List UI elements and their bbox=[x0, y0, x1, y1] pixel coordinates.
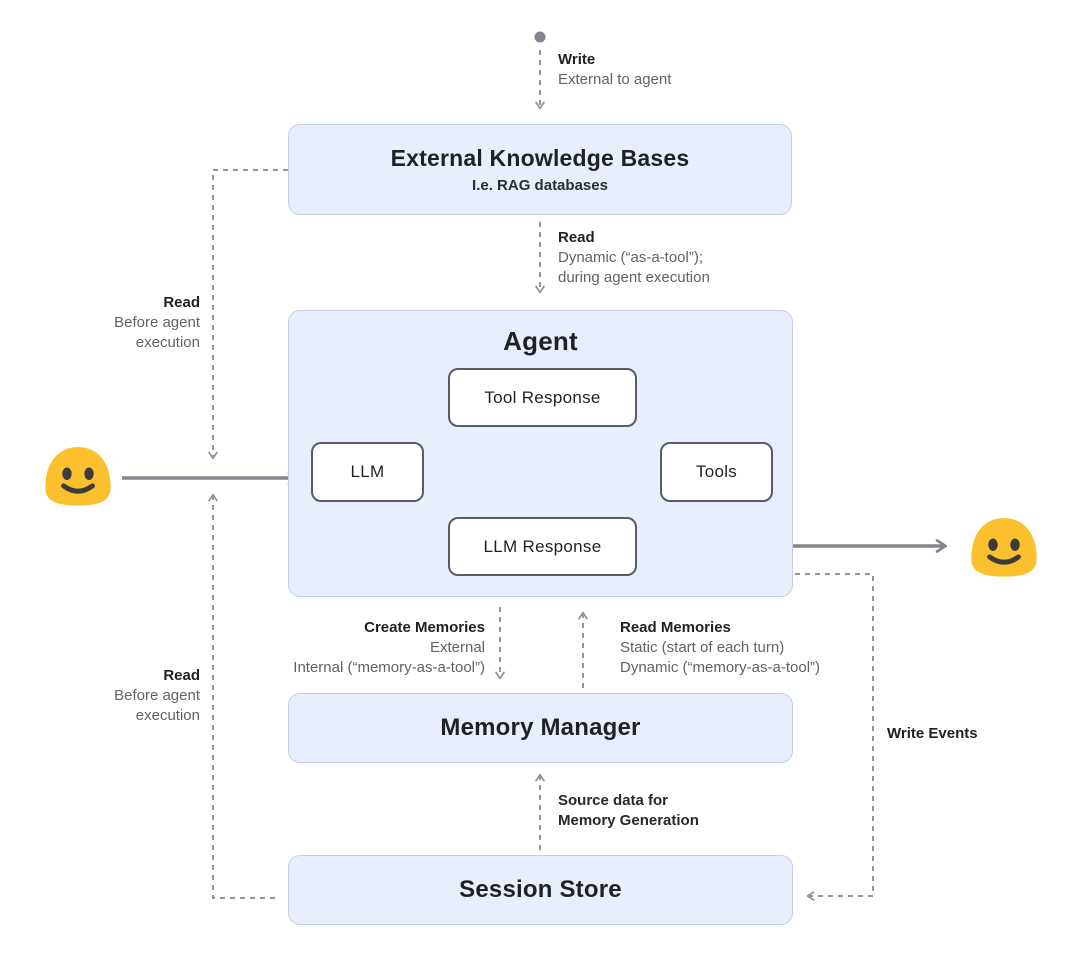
user-emoji-icon bbox=[45, 447, 111, 506]
edge-label-write-events-title: Write Events bbox=[887, 725, 978, 742]
edge-label-read-before-top-title: Read bbox=[163, 294, 200, 311]
edge-label-create-memories-line1: External bbox=[429, 639, 485, 656]
user-blob-emoji-left bbox=[40, 441, 116, 511]
agent-title: Agent bbox=[503, 326, 578, 356]
edge-label-read-before-top-line2: execution bbox=[135, 334, 200, 351]
node-tool-response: Tool Response bbox=[448, 368, 637, 427]
external-kb-subtitle: I.e. RAG databases bbox=[472, 177, 608, 194]
memory-manager-title: Memory Manager bbox=[440, 714, 641, 741]
edge-label-source-data-line1: Source data for bbox=[558, 792, 669, 809]
edge-label-read-before-top-line1: Before agent bbox=[114, 314, 200, 331]
arrow-write-events bbox=[795, 573, 874, 901]
edge-label-read-before-bottom-line2: execution bbox=[135, 707, 200, 724]
edge-label-write: Write External to agent bbox=[558, 50, 671, 90]
edge-label-source-data-line2: Memory Generation bbox=[558, 812, 699, 829]
user-blob-emoji-right bbox=[966, 512, 1042, 582]
edge-label-read-dynamic: Read Dynamic (“as-a-tool”); during agent… bbox=[558, 228, 710, 288]
edge-label-write-line: External to agent bbox=[558, 71, 672, 88]
edge-label-read-before-bottom-line1: Before agent bbox=[114, 687, 200, 704]
session-store-title: Session Store bbox=[459, 876, 622, 903]
node-memory-manager: Memory Manager bbox=[288, 693, 793, 763]
external-kb-title: External Knowledge Bases bbox=[390, 145, 690, 171]
edge-label-read-dynamic-line2: during agent execution bbox=[558, 269, 710, 286]
edge-label-read-memories-line1: Static (start of each turn) bbox=[620, 639, 785, 656]
node-llm-response: LLM Response bbox=[448, 517, 637, 576]
edge-label-create-memories-line2: Internal (“memory-as-a-tool”) bbox=[293, 659, 485, 676]
start-dot bbox=[534, 31, 546, 43]
edge-label-write-title: Write bbox=[558, 51, 596, 68]
edge-label-read-before-bottom-title: Read bbox=[163, 667, 200, 684]
arrow-ekb-read-left bbox=[208, 169, 288, 460]
node-session-store: Session Store bbox=[288, 855, 793, 925]
edge-label-read-dynamic-title: Read bbox=[558, 229, 595, 246]
edge-label-read-memories-title: Read Memories bbox=[620, 619, 731, 636]
edge-label-read-dynamic-line1: Dynamic (“as-a-tool”); bbox=[558, 249, 704, 266]
edge-label-create-memories-title: Create Memories bbox=[364, 619, 485, 636]
user-emoji-icon bbox=[971, 518, 1037, 577]
edge-label-read-memories-line2: Dynamic (“memory-as-a-tool”) bbox=[620, 659, 821, 676]
edge-label-create-memories: Create Memories External Internal (“memo… bbox=[293, 618, 485, 678]
arrow-session-read-left bbox=[208, 493, 280, 899]
node-tools: Tools bbox=[660, 442, 773, 502]
node-llm: LLM bbox=[311, 442, 424, 502]
edge-label-read-before-bottom: Read Before agent execution bbox=[114, 666, 200, 726]
edge-label-read-before-top: Read Before agent execution bbox=[114, 293, 200, 353]
edge-label-source-data: Source data for Memory Generation bbox=[558, 791, 699, 831]
node-external-knowledge-bases: External Knowledge Bases I.e. RAG databa… bbox=[288, 124, 792, 215]
edge-label-write-events: Write Events bbox=[887, 724, 978, 744]
edge-label-read-memories: Read Memories Static (start of each turn… bbox=[620, 618, 820, 678]
